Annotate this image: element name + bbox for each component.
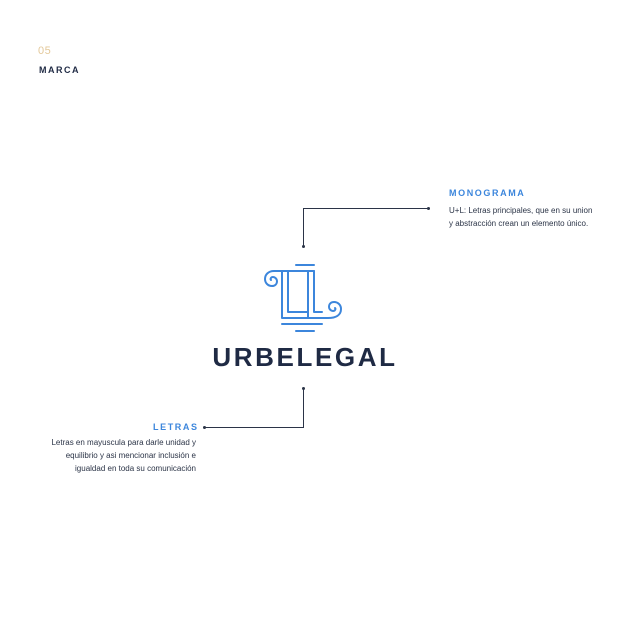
brand-wordmark: URBELEGAL [212, 342, 398, 372]
monograma-title: MONOGRAMA [449, 188, 526, 198]
monograma-connector-horizontal [303, 208, 428, 209]
monograma-description: U+L: Letras principales, que en su union… [449, 204, 629, 230]
letras-connector-dot [302, 387, 305, 390]
section-title: MARCA [39, 65, 80, 75]
letras-description-line: igualdad en toda su comunicación [75, 464, 196, 473]
column-monogram-icon [264, 264, 342, 332]
letras-connector-dot [203, 426, 206, 429]
letras-title: LETRAS [153, 422, 199, 432]
monograma-connector-dot [302, 245, 305, 248]
letras-connector-horizontal [205, 427, 304, 428]
letras-description-line: Letras en mayuscula para darle unidad y [51, 438, 196, 447]
letras-description-line: equilibrio y asi mencionar inclusión e [65, 451, 196, 460]
monograma-connector-dot [427, 207, 430, 210]
letras-description: Letras en mayuscula para darle unidad y … [16, 436, 196, 475]
letras-connector-vertical [303, 388, 304, 428]
page-number: 05 [38, 45, 52, 57]
monograma-description-line: U+L: Letras principales, que en su union [449, 206, 593, 215]
monograma-connector-vertical [303, 208, 304, 246]
monograma-description-line: y abstracción crean un elemento único. [449, 219, 589, 228]
